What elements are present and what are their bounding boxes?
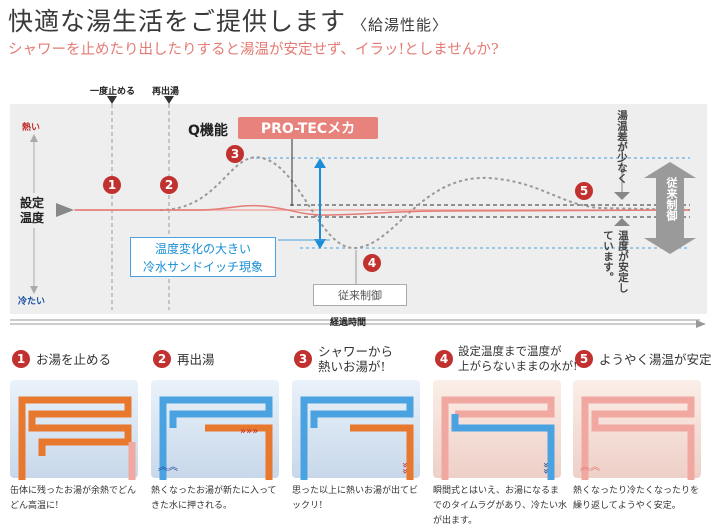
step-5-number: 5	[575, 350, 593, 368]
svg-text:︽︽: ︽︽	[158, 462, 178, 473]
stable-label: 温度が安定しています。	[602, 230, 629, 293]
conventional-range-arrow	[644, 162, 696, 254]
step-2-desc: 熱くなったお湯が新たに入ってきた水に押される。	[151, 486, 277, 511]
subtitle: シャワーを止めたり出したりすると湯温が安定せず、イラッ!としませんか?	[8, 42, 499, 58]
title-suffix: 〈給湯性能〉	[352, 16, 449, 34]
set-temp-arrow	[56, 203, 74, 217]
svg-text:»»: »»	[399, 462, 410, 474]
step-4-title: 設定温度まで温度が上がらないままの水が!	[458, 344, 578, 373]
arrow-restart	[164, 96, 174, 104]
q-function-label: Q機能	[188, 123, 228, 139]
svg-text:»»»: »»»	[240, 426, 258, 437]
label-restart: 再出湯	[152, 87, 180, 97]
svg-text:︽︽: ︽︽	[580, 462, 600, 473]
diff-small-label: 湯温差が少なく	[616, 110, 628, 184]
step-1-desc: 缶体に残ったお湯が余熱でどんどん高温に!	[10, 486, 137, 511]
step-3-desc: 思った以上に熱いお湯が出てビックリ!	[292, 486, 419, 511]
marker-4: 4	[363, 254, 381, 272]
step-5-title: ようやく湯温が安定	[599, 352, 712, 367]
marker-1: 1	[103, 176, 121, 194]
y-label-set: 設定温度	[20, 196, 45, 225]
step-1-number: 1	[12, 350, 30, 368]
conventional-callout: 従来制御	[313, 284, 407, 306]
marker-2: 2	[160, 176, 178, 194]
step-5-desc: 熱くなったり冷たくなったりを繰り返してようやく安定。	[573, 486, 700, 511]
y-label-hot: 熱い	[22, 123, 41, 133]
marker-3: 3	[226, 145, 244, 163]
step-4-desc: 瞬間式とはいえ、お湯になるまでのタイムラグがあり、冷たい水が出ます。	[433, 486, 568, 526]
pipe-illustrations: ︽︽ »»» »» »» ︽︽	[10, 380, 701, 480]
y-label-cold: 冷たい	[18, 297, 46, 307]
page-title: 快適な湯生活をご提供します〈給湯性能〉	[8, 7, 449, 36]
marker-5: 5	[575, 182, 593, 200]
step-2-number: 2	[153, 350, 171, 368]
q-curve	[75, 204, 691, 216]
sandwich-callout: 温度変化の大きい冷水サンドイッチ現象	[130, 237, 276, 277]
label-stop: 一度止める	[90, 87, 136, 97]
step-2-title: 再出湯	[177, 352, 215, 367]
x-axis-label: 経過時間	[330, 318, 367, 328]
step-3-number: 3	[294, 350, 312, 368]
conventional-curve	[159, 156, 691, 250]
step-4-number: 4	[435, 350, 453, 368]
conventional-bar-label: 従来制御	[665, 177, 678, 221]
chart-panel	[10, 104, 707, 314]
arrow-stop	[107, 96, 117, 104]
step-3-title: シャワーから熱いお湯が!	[318, 344, 394, 374]
svg-text:»»: »»	[540, 462, 551, 474]
step-1-title: お湯を止める	[36, 352, 112, 367]
protec-badge: PRO-TECメカ	[238, 117, 378, 139]
